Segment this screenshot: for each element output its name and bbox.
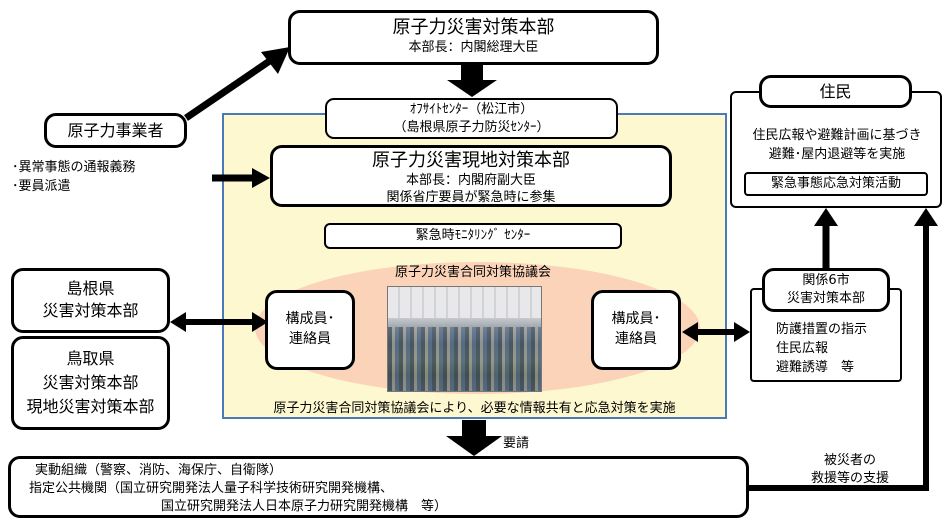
operator-duty-1: ･異常事態の通報義務 (12, 160, 136, 175)
tottori-box: 鳥取県 災害対策本部 現地災害対策本部 (11, 336, 170, 430)
shimane-line2: 災害対策本部 (42, 301, 139, 320)
orgs-line-1: 実動組織（警察、消防、海保庁、自衛隊） (35, 463, 283, 478)
request-label: 要請 (503, 436, 530, 451)
arrow-shimane-head-left (170, 312, 186, 332)
tottori-line1: 鳥取県 (66, 349, 115, 368)
arrow-hq-down-shaft (461, 63, 483, 81)
offsite-line1: ｵﾌｻｲﾄｾﾝﾀｰ（松江市） (409, 102, 534, 117)
local-hq-title: 原子力災害現地対策本部 (372, 150, 570, 171)
offsite-line2: （島根県原子力防災ｾﾝﾀｰ） (393, 120, 550, 135)
local-hq-box: 原子力災害現地対策本部 本部長：内閣府副大臣 関係省庁要員が緊急時に参集 (270, 145, 672, 207)
meeting-photo-ceiling (388, 287, 541, 319)
cities-title-box: 関係6市 災害対策本部 (762, 268, 890, 312)
orgs-box: 実動組織（警察、消防、海保庁、自衛隊） 指定公共機関（国立研究開発法人量子科学技… (8, 456, 749, 518)
council-footer: 原子力災害合同対策協議会により、必要な情報共有と応急対策を実施 (273, 401, 676, 416)
hq-box: 原子力災害対策本部 本部長：内閣総理大臣 (288, 10, 659, 65)
arrow-operator-to-local-head (252, 168, 270, 188)
operator-box: 原子力事業者 (44, 113, 187, 148)
arrow-cities-head-left (682, 322, 698, 342)
hq-title: 原子力災害対策本部 (392, 17, 555, 38)
operator-title: 原子力事業者 (67, 121, 164, 140)
arrow-support-path (748, 222, 929, 491)
tottori-line3: 現地災害対策本部 (26, 397, 155, 416)
residents-title-box: 住民 (759, 75, 912, 108)
arrow-operator-to-hq (184, 55, 276, 121)
council-title: 原子力災害合同対策協議会 (394, 265, 551, 280)
arrow-cities-head-right (734, 322, 750, 342)
member-left-line1: 構成員･ (285, 311, 335, 327)
residents-title: 住民 (819, 82, 852, 101)
residents-desc-1: 住民広報や避難計画に基づき (752, 128, 922, 143)
support-line-2: 救援等の支援 (810, 471, 889, 486)
member-right-box: 構成員･ 連絡員 (591, 290, 681, 370)
cities-item-3: 避難誘導 等 (776, 360, 855, 375)
member-left-box: 構成員･ 連絡員 (265, 290, 355, 370)
shimane-line1: 島根県 (66, 279, 115, 298)
support-line-1: 被災者の (823, 453, 876, 468)
arrow-support-head (914, 208, 938, 226)
arrow-cities-to-residents-head (814, 208, 838, 226)
arrow-request-shaft (462, 420, 486, 438)
shimane-box: 島根県 災害対策本部 (11, 268, 170, 333)
arrow-shimane-head-right (252, 312, 268, 332)
member-right-line2: 連絡員 (615, 331, 657, 347)
monitoring-label: 緊急時ﾓﾆﾀﾘﾝｸﾞ ｾﾝﾀｰ (415, 228, 531, 243)
cities-item-1: 防護措置の指示 (776, 322, 868, 337)
orgs-line-2: 指定公共機関（国立研究開発法人量子科学技術研究開発機構、 (29, 481, 394, 496)
member-right-line1: 構成員･ (611, 311, 661, 327)
local-hq-line1: 本部長：内閣府副大臣 (405, 173, 536, 188)
cities-item-2: 住民広報 (776, 341, 829, 356)
arrow-request-head (446, 436, 502, 456)
member-left-line2: 連絡員 (289, 331, 331, 347)
tottori-line2: 災害対策本部 (42, 373, 139, 392)
residents-activity: 緊急事態応急対策活動 (770, 176, 901, 191)
meeting-photo-crowd (388, 326, 541, 391)
cities-title-2: 災害対策本部 (786, 291, 865, 306)
arrow-hq-down-head (447, 80, 497, 97)
orgs-line-3: 国立研究開発法人日本原子力研究開発機構 等） (161, 499, 448, 514)
residents-activity-box: 緊急事態応急対策活動 (744, 172, 928, 196)
local-hq-line2: 関係省庁要員が緊急時に参集 (386, 190, 556, 205)
arrow-operator-to-hq-head (261, 47, 290, 74)
offsite-center-box: ｵﾌｻｲﾄｾﾝﾀｰ（松江市） （島根県原子力防災ｾﾝﾀｰ） (325, 98, 618, 139)
cities-title-1: 関係6市 (802, 273, 850, 288)
operator-duty-2: ･要員派遣 (12, 179, 71, 194)
hq-sub: 本部長：内閣総理大臣 (408, 40, 539, 55)
residents-desc-2: 避難･屋内退避等を実施 (768, 147, 906, 162)
meeting-photo (387, 286, 542, 392)
monitoring-box: 緊急時ﾓﾆﾀﾘﾝｸﾞ ｾﾝﾀｰ (324, 223, 622, 249)
